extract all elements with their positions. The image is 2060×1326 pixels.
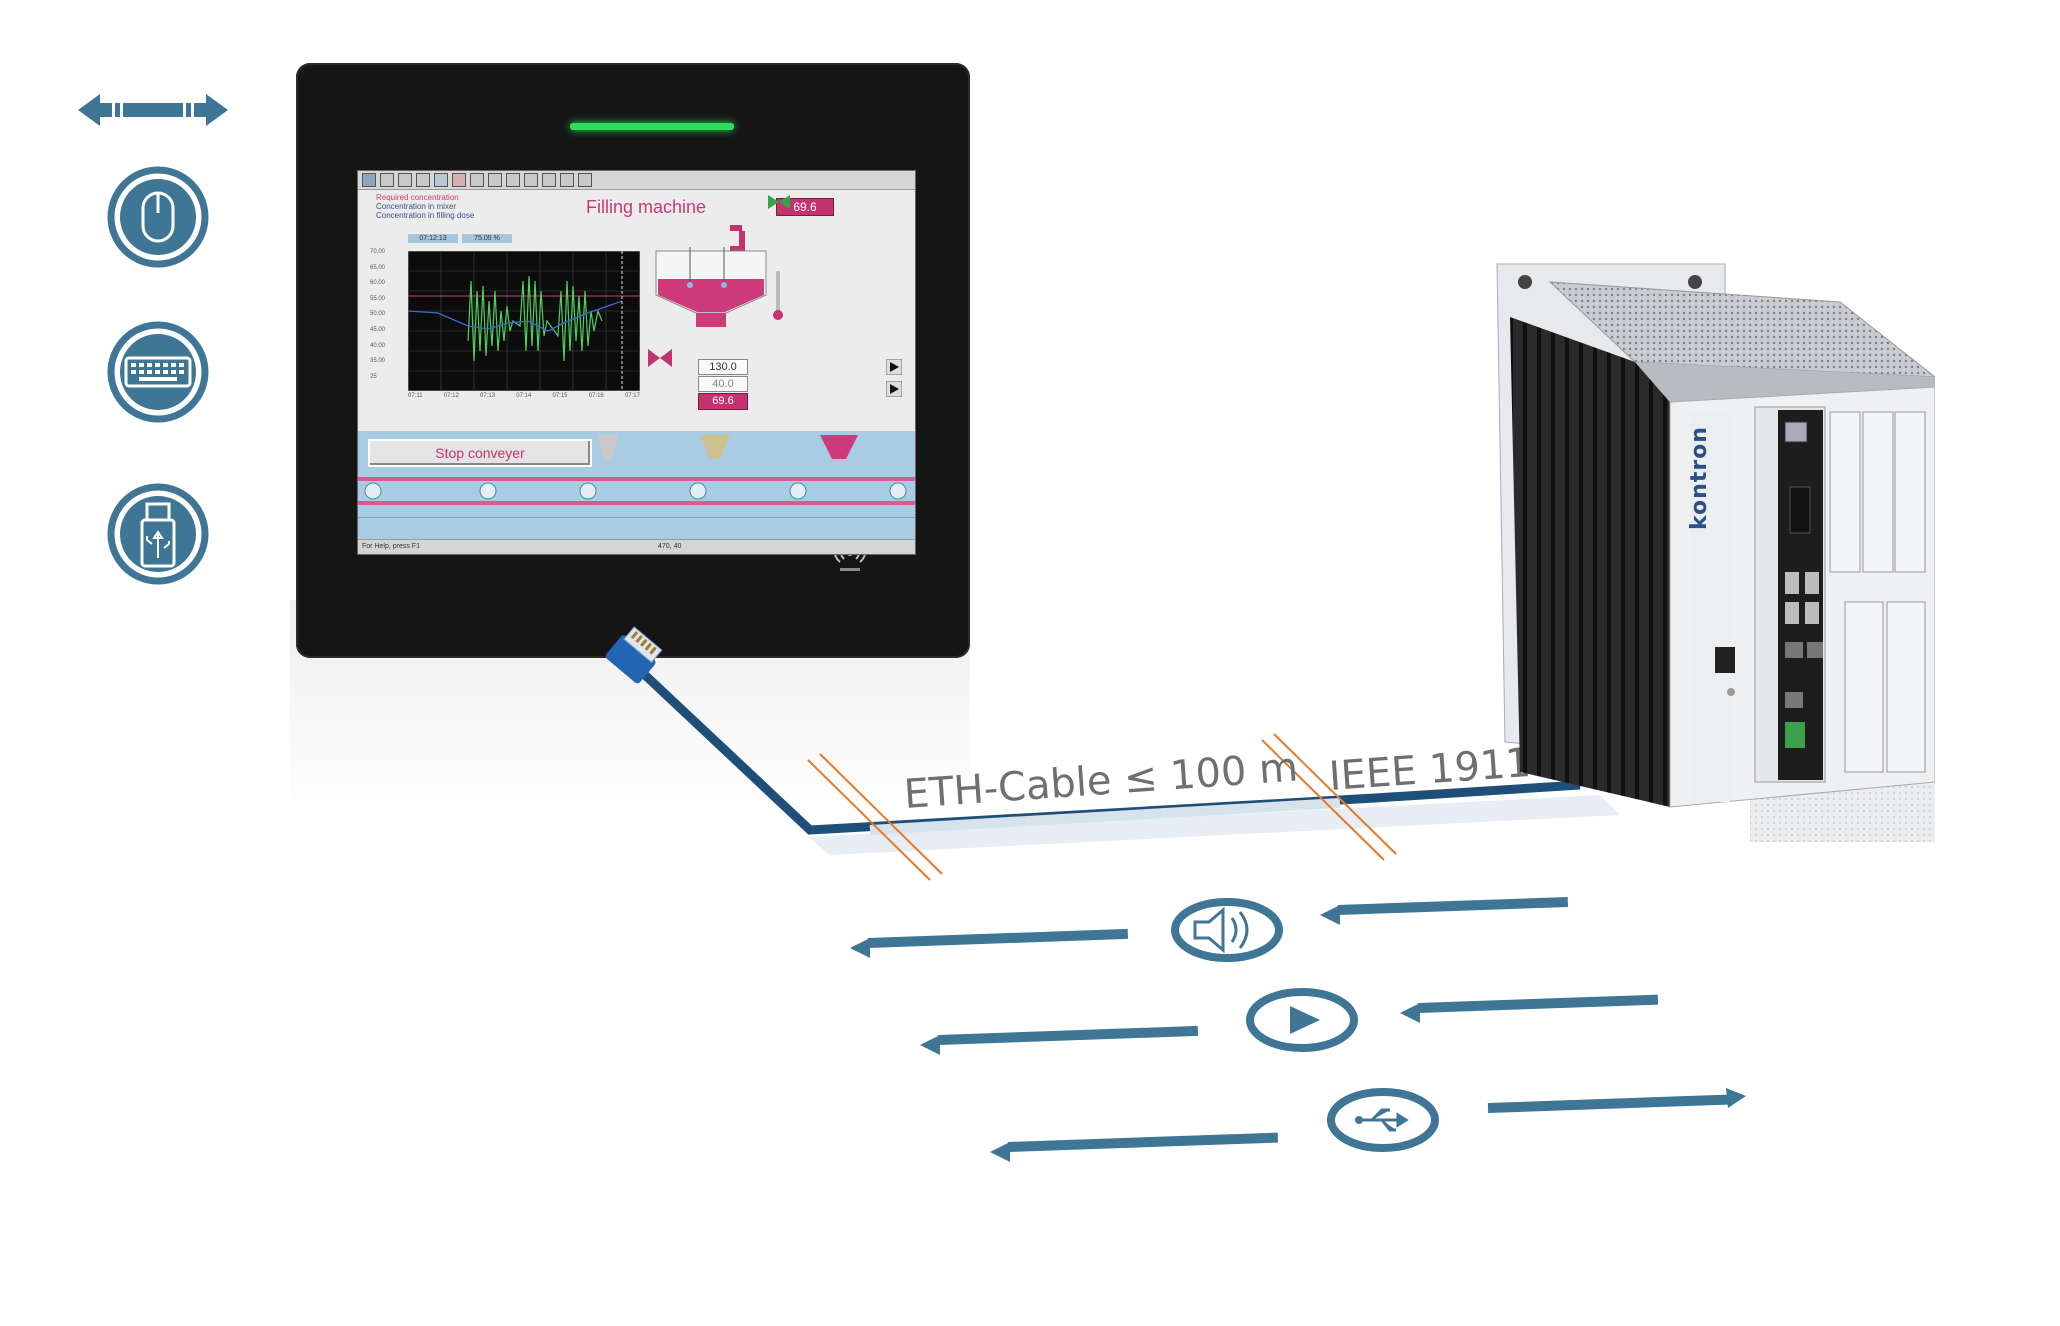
mouse-icon (106, 165, 210, 269)
status-led-bar (570, 123, 734, 130)
cursor-time: 07:12:13 (408, 234, 458, 243)
x-axis-ticks: 07:11 07:12 07:13 07:14 07:15 07:16 07:1… (408, 393, 640, 399)
y-tick: 70.00 (370, 249, 386, 255)
trend-legend: Required concentration Concentration in … (376, 193, 474, 220)
status-help: For Help, press F1 (362, 543, 420, 550)
toolbar (358, 171, 915, 190)
horizontal-arrows-icon (78, 90, 228, 130)
keyboard-icon (106, 320, 210, 424)
value-display-top: 69.6 (776, 198, 834, 216)
x-tick: 07:16 (588, 393, 604, 399)
y-tick: 35.00 (370, 358, 386, 365)
legend-mixer: Concentration in mixer (376, 202, 457, 211)
screen-title: Filling machine (586, 197, 707, 217)
y-tick: 65.00 (370, 264, 386, 271)
cursor-value: 75.05 % (462, 234, 512, 243)
valve-icon (648, 349, 672, 367)
x-tick: 07:13 (480, 393, 496, 399)
tap-valve-icon (768, 195, 790, 209)
trend-plot[interactable] (408, 251, 640, 391)
value-display-3: 69.6 (698, 393, 748, 410)
usb-stick-icon (106, 482, 210, 586)
x-tick: 07:12 (443, 393, 459, 399)
value-display-1: 130.0 (698, 359, 748, 375)
y-tick: 60.00 (370, 280, 386, 287)
embedded-box-pc: kontron (1495, 262, 1935, 842)
status-bar: For Help, press F1 470, 40 (358, 539, 915, 554)
y-tick: 50.00 (370, 311, 386, 318)
y-tick: 25 (370, 373, 377, 380)
y-tick: 55.00 (370, 295, 386, 302)
status-coords: 470, 40 (658, 543, 682, 550)
legend-required: Required concentration (376, 193, 459, 202)
value-display-2: 40.0 (698, 376, 748, 392)
x-tick: 07:17 (624, 393, 640, 399)
x-tick: 07:11 (408, 393, 423, 399)
play-icon (1246, 988, 1358, 1052)
legend-dose: Concentration in filling dose (376, 211, 475, 220)
hmi-screen[interactable]: Required concentration Concentration in … (357, 170, 916, 555)
speaker-icon (1171, 898, 1283, 962)
y-axis-ticks: 70.00 65.00 60.00 55.00 50.00 45.00 40.0… (370, 245, 385, 385)
x-tick: 07:15 (552, 393, 568, 399)
conveyor-panel: Stop conveyer (358, 431, 915, 541)
y-tick: 40.00 (370, 342, 386, 349)
stop-conveyer-button[interactable]: Stop conveyer (368, 439, 592, 467)
play-right-button-2[interactable] (886, 381, 902, 397)
play-right-button-1[interactable] (886, 359, 902, 375)
y-tick: 45.00 (370, 326, 386, 333)
usb-icon (1327, 1088, 1439, 1152)
tank-diagram (648, 221, 788, 351)
x-tick: 07:14 (516, 393, 532, 399)
